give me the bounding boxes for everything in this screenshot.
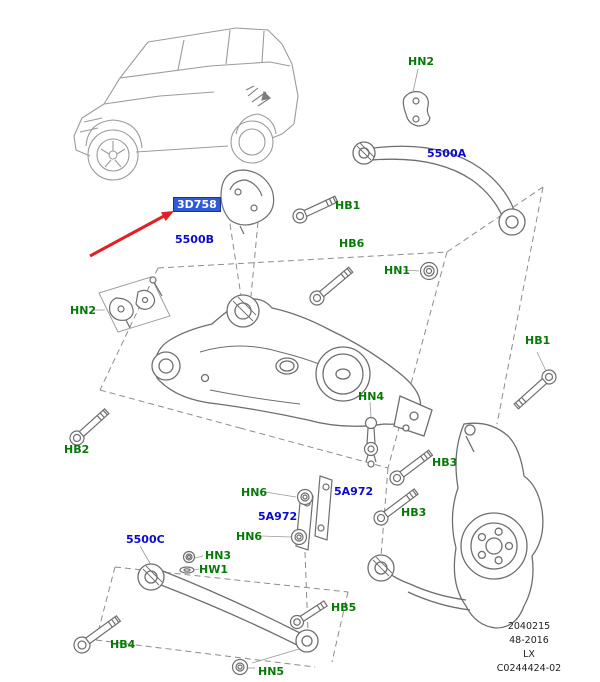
label-hb6[interactable]: HB6: [339, 237, 365, 250]
label-5a972-left[interactable]: 5A972: [258, 510, 298, 523]
plate-model: LX: [523, 649, 535, 660]
label-hn6-lower[interactable]: HN6: [236, 530, 263, 543]
bolt-hb3-upper-drawing: [389, 449, 434, 486]
label-hb5[interactable]: HB5: [331, 601, 357, 614]
label-5500a[interactable]: 5500A: [427, 147, 467, 160]
toe-link-drawing: [137, 563, 319, 653]
label-hn5[interactable]: HN5: [258, 665, 285, 678]
plate-number: 2040215: [507, 621, 551, 632]
label-hn1[interactable]: HN1: [384, 264, 411, 277]
bolt-hb1-right-drawing: [513, 369, 557, 410]
bolt-hb4-drawing: [73, 614, 122, 654]
label-hb4[interactable]: HB4: [110, 638, 136, 651]
label-hn3[interactable]: HN3: [205, 549, 232, 562]
bracket-hn2-top-drawing: [402, 91, 431, 127]
label-hb3-lower[interactable]: HB3: [401, 506, 427, 519]
label-hb1-right[interactable]: HB1: [525, 334, 551, 347]
leader-lines: [91, 68, 547, 669]
label-hb1-top[interactable]: HB1: [335, 199, 361, 212]
label-3d758-highlighted[interactable]: 3D758: [173, 197, 221, 212]
label-5500b[interactable]: 5500B: [175, 233, 214, 246]
lower-control-arm-drawing: [151, 294, 433, 437]
bolt-hb1-top-drawing: [292, 195, 339, 224]
plate-info: 2040215 48-2016 LX C0244424-02: [487, 620, 571, 676]
washer-hw1-drawing: [179, 566, 195, 574]
plate-date: 48-2016: [509, 635, 549, 646]
highlight-arrow-icon: [89, 211, 174, 258]
guard-3d758-drawing: [220, 169, 275, 235]
label-5500c[interactable]: 5500C: [126, 533, 165, 546]
plate-drawing-id: C0244424-02: [496, 663, 562, 674]
bolt-hb6-drawing: [309, 266, 354, 306]
bolt-hb3-lower-drawing: [373, 488, 419, 526]
nut-hn6-lower-drawing: [290, 528, 308, 546]
label-hn2-left[interactable]: HN2: [70, 304, 97, 317]
label-hn2-top[interactable]: HN2: [408, 55, 435, 68]
nut-hn1-drawing: [419, 261, 439, 281]
label-hw1[interactable]: HW1: [199, 563, 228, 576]
label-hn4[interactable]: HN4: [358, 390, 385, 403]
label-hb3-upper[interactable]: HB3: [432, 456, 458, 469]
label-5a972-right[interactable]: 5A972: [334, 485, 374, 498]
nut-hn5-drawing: [231, 658, 249, 676]
vehicle-sketch: [73, 27, 299, 181]
nut-hn3-drawing: [182, 550, 196, 564]
upper-control-arm-drawing: [352, 141, 526, 236]
bolt-hb2-drawing: [69, 408, 110, 446]
hn2-left-clips-drawing: [98, 276, 171, 333]
bolt-hb5-drawing: [289, 600, 328, 630]
rear-suspension-detail: [245, 85, 272, 107]
label-hb2[interactable]: HB2: [64, 443, 90, 456]
knuckle-hub-drawing: [367, 422, 544, 629]
nut-hn6-upper-drawing: [296, 488, 314, 506]
stabilizer-link-hn4-drawing: [363, 416, 379, 468]
label-hn6-upper[interactable]: HN6: [241, 486, 268, 499]
